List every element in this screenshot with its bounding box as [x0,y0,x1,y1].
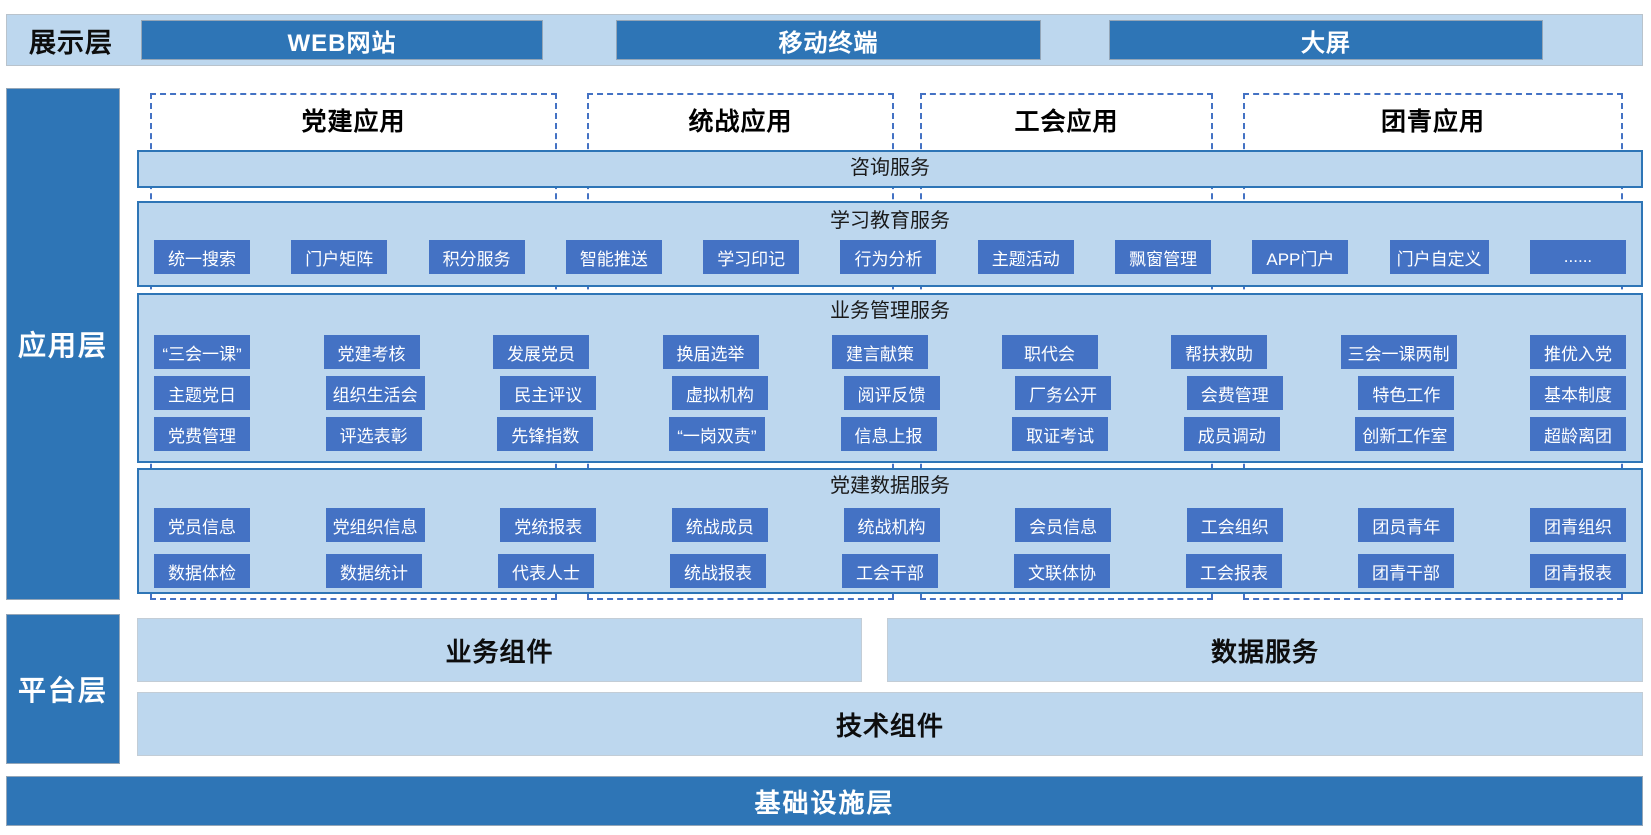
service-chip: 信息上报 [840,417,937,451]
presentation-block-mobile: 移动终端 [616,20,1041,60]
app-column-header: 工会应用 [1014,108,1119,136]
service-chip: 文联体协 [1014,554,1110,588]
service-chip: 民主评议 [500,376,597,410]
service-chip: 飘窗管理 [1115,240,1212,274]
service-chip: 工会报表 [1186,554,1282,588]
infrastructure-layer-bar: 基础设施层 [6,776,1643,826]
service-chip: 三会一课两制 [1340,335,1457,369]
service-section: 党建数据服务党员信息党组织信息党统报表统战成员统战机构会员信息工会组织团员青年团… [137,468,1643,594]
platform-box-tech-components: 技术组件 [137,692,1643,756]
service-chip: 门户自定义 [1389,240,1489,274]
service-chip: 会费管理 [1186,376,1283,410]
service-chip: 代表人士 [498,554,594,588]
service-chip: ...... [1529,240,1626,274]
service-chip: 建言献策 [832,335,928,369]
service-section-title: 学习教育服务 [830,210,950,232]
service-chip: 党统报表 [500,508,597,542]
service-chip: 职代会 [1001,335,1098,369]
service-chip: 党员信息 [154,508,250,542]
service-chip: 主题活动 [977,240,1074,274]
service-chip: APP门户 [1252,240,1349,274]
service-chip-row: “三会一课” 党建考核 发展党员 换届选举 建言献策 职代会 帮扶救助 三会一课两制 推优入党 [139,335,1641,369]
service-chip: 评选表彰 [325,417,422,451]
service-chip: 厂务公开 [1015,376,1112,410]
service-chip: 统战成员 [671,508,768,542]
service-chip: 组织生活会 [325,376,425,410]
service-chip: 学习印记 [703,240,800,274]
service-section-title: 党建数据服务 [830,475,950,497]
service-chip: 帮扶救助 [1171,335,1267,369]
application-layer-label: 应用层 [6,88,120,600]
service-chip-row: 统一搜索 门户矩阵 积分服务 智能推送 学习印记 行为分析 主题活动 飘窗管理 APP门户 门户自… [139,240,1641,274]
service-chip: 基本制度 [1530,376,1626,410]
service-chip-row: 党费管理 评选表彰 先锋指数 “一岗双责” 信息上报 取证考试 成员调动 创新工作室 超龄离团 [139,417,1641,451]
service-chip-row: 主题党日 组织生活会 民主评议 虚拟机构 阅评反馈 厂务公开 会费管理 特色工作 基本制度 [139,376,1641,410]
presentation-layer-label: 展示层 [29,27,113,58]
app-column-header: 统战应用 [688,108,793,136]
presentation-layer-bar: 展示层 WEB网站 移动终端 大屏 [6,14,1643,66]
service-chip: 虚拟机构 [671,376,768,410]
service-chip: 团员青年 [1358,508,1455,542]
service-chip: 工会组织 [1186,508,1283,542]
platform-box-business-components: 业务组件 [137,618,862,682]
presentation-block-bigscreen: 大屏 [1109,20,1543,60]
service-chip: 党建考核 [323,335,420,369]
service-chip: 取证考试 [1012,417,1109,451]
service-chip: 统战机构 [843,508,940,542]
service-chip: 团青组织 [1530,508,1626,542]
service-section: 学习教育服务统一搜索 门户矩阵 积分服务 智能推送 学习印记 行为分析 主题活动 飘窗管理 AP… [137,201,1643,287]
service-chip: 创新工作室 [1355,417,1455,451]
service-chip: 党费管理 [154,417,250,451]
presentation-block-web: WEB网站 [141,20,543,60]
service-chip: “三会一课” [154,335,250,369]
service-chip: 统一搜索 [154,240,250,274]
service-section-title: 业务管理服务 [830,300,950,322]
platform-layer-label: 平台层 [6,614,120,764]
service-section-title: 咨询服务 [850,157,930,179]
service-chip: 门户矩阵 [291,240,388,274]
app-column-header: 党建应用 [301,108,406,136]
service-chip: 先锋指数 [497,417,594,451]
service-chip: 主题党日 [154,376,250,410]
service-chip: 特色工作 [1358,376,1455,410]
service-chip-row: 党员信息 党组织信息 党统报表 统战成员 统战机构 会员信息 工会组织 团员青年 团青组织 [139,508,1641,542]
service-chip: 智能推送 [565,240,662,274]
platform-layer: 平台层 业务组件 数据服务 技术组件 [6,614,1643,764]
service-chip: 发展党员 [493,335,589,369]
service-chip: “一岗双责” [668,417,765,451]
service-chip: 工会干部 [842,554,938,588]
service-chip: 换届选举 [662,335,759,369]
service-chip: 团青报表 [1530,554,1626,588]
service-chip: 会员信息 [1015,508,1112,542]
platform-layer-content: 业务组件 数据服务 技术组件 [137,614,1643,764]
service-chip: 超龄离团 [1530,417,1626,451]
service-chip: 行为分析 [840,240,937,274]
service-chip: 党组织信息 [325,508,425,542]
application-layer-content: 党建应用 统战应用 工会应用 团青应用咨询服务学习教育服务统一搜索 门户矩阵 积分服务 智能… [137,88,1643,600]
service-chip: 推优入党 [1530,335,1626,369]
service-chip: 团青干部 [1358,554,1454,588]
app-column-header: 团青应用 [1380,108,1485,136]
service-chip: 积分服务 [428,240,525,274]
service-chip: 数据统计 [326,554,422,588]
service-section: 咨询服务 [137,150,1643,188]
platform-box-data-services: 数据服务 [887,618,1643,682]
service-chip-row: 数据体检 数据统计 代表人士 统战报表 工会干部 文联体协 工会报表 团青干部 团青报表 [139,554,1641,588]
service-chip: 统战报表 [670,554,766,588]
service-chip: 成员调动 [1183,417,1280,451]
service-chip: 数据体检 [154,554,250,588]
service-section: 业务管理服务 “三会一课” 党建考核 发展党员 换届选举 建言献策 职代会 帮扶救助 三会一课两… [137,293,1643,463]
service-chip: 阅评反馈 [843,376,940,410]
application-layer: 应用层 党建应用 统战应用 工会应用 团青应用咨询服务学习教育服务统一搜索 门户矩阵 积分… [6,88,1643,600]
